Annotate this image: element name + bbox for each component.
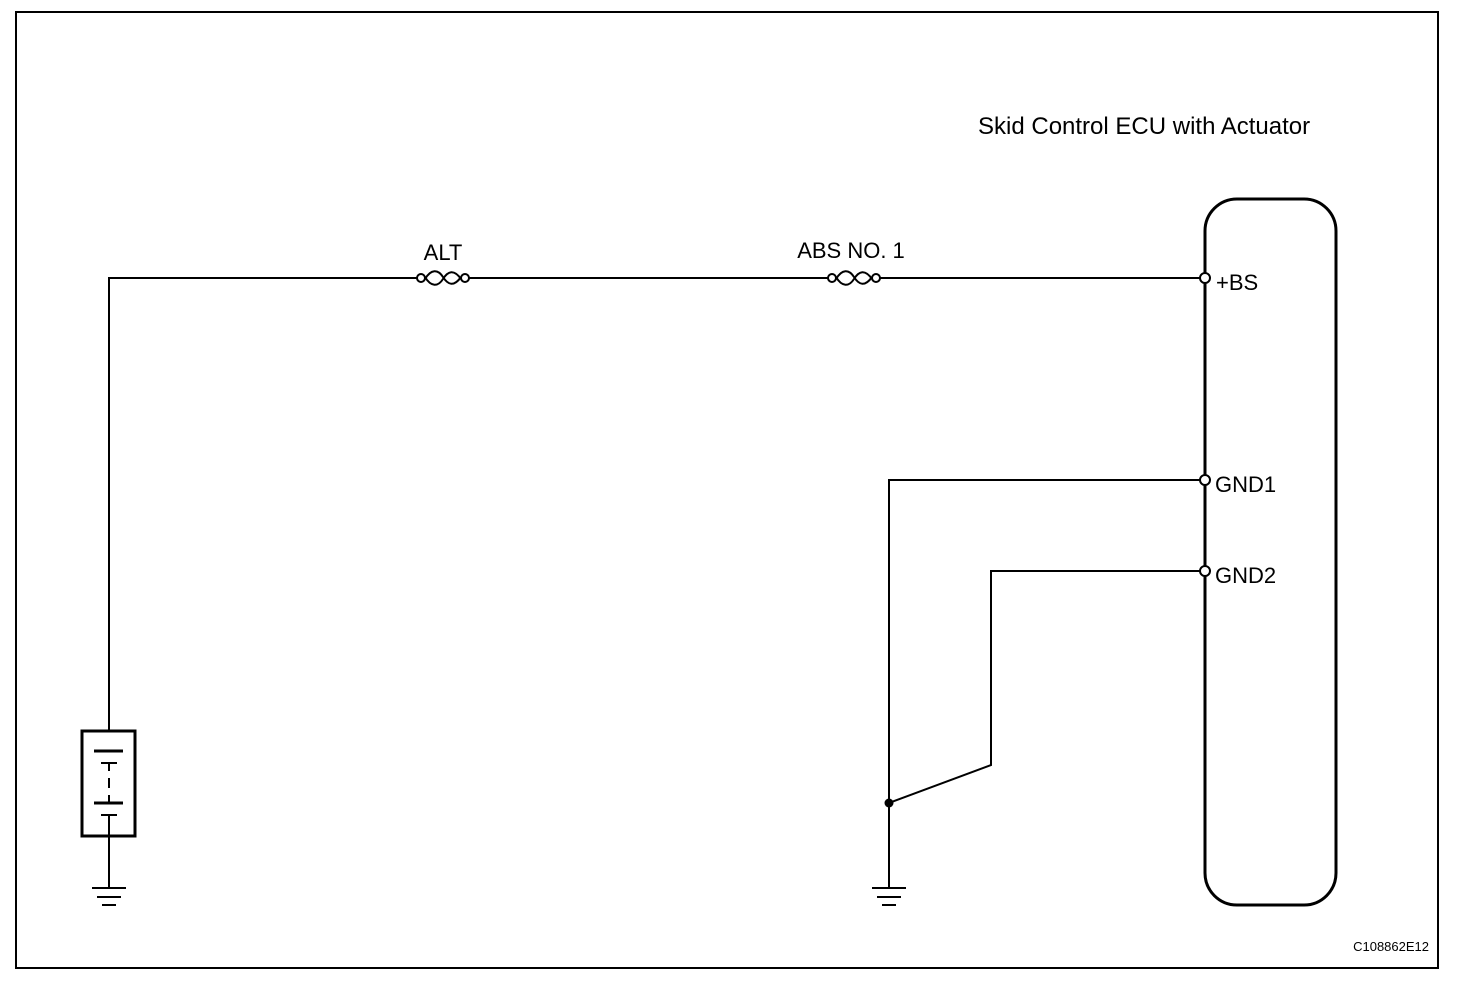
- gnd1-wire: [888, 479, 1200, 887]
- fuse-alt-label: ALT: [424, 240, 463, 265]
- terminal-gnd2-pin: [1199, 565, 1211, 577]
- terminal-gnd1-label: GND1: [1215, 472, 1276, 497]
- terminal-gnd2-label: GND2: [1215, 563, 1276, 588]
- terminal-bs-label: +BS: [1216, 270, 1258, 295]
- splice-point: [884, 798, 894, 808]
- fuse-abs-no1: [827, 270, 881, 286]
- ecu-title: Skid Control ECU with Actuator: [978, 113, 1310, 140]
- ground-icon: [872, 887, 906, 906]
- battery-icon: [80, 729, 137, 838]
- ecu-box: [1203, 197, 1338, 907]
- diagram-frame: [15, 11, 1439, 969]
- terminal-gnd1-pin: [1199, 474, 1211, 486]
- terminal-bs-pin: [1199, 272, 1211, 284]
- ground-icon: [92, 836, 126, 906]
- figure-code: C108862E12: [1353, 939, 1429, 954]
- gnd2-wire: [888, 570, 1200, 804]
- fuse-alt: [416, 270, 470, 286]
- power-wire: [108, 277, 1201, 731]
- fuse-abs-no1-label: ABS NO. 1: [797, 238, 905, 263]
